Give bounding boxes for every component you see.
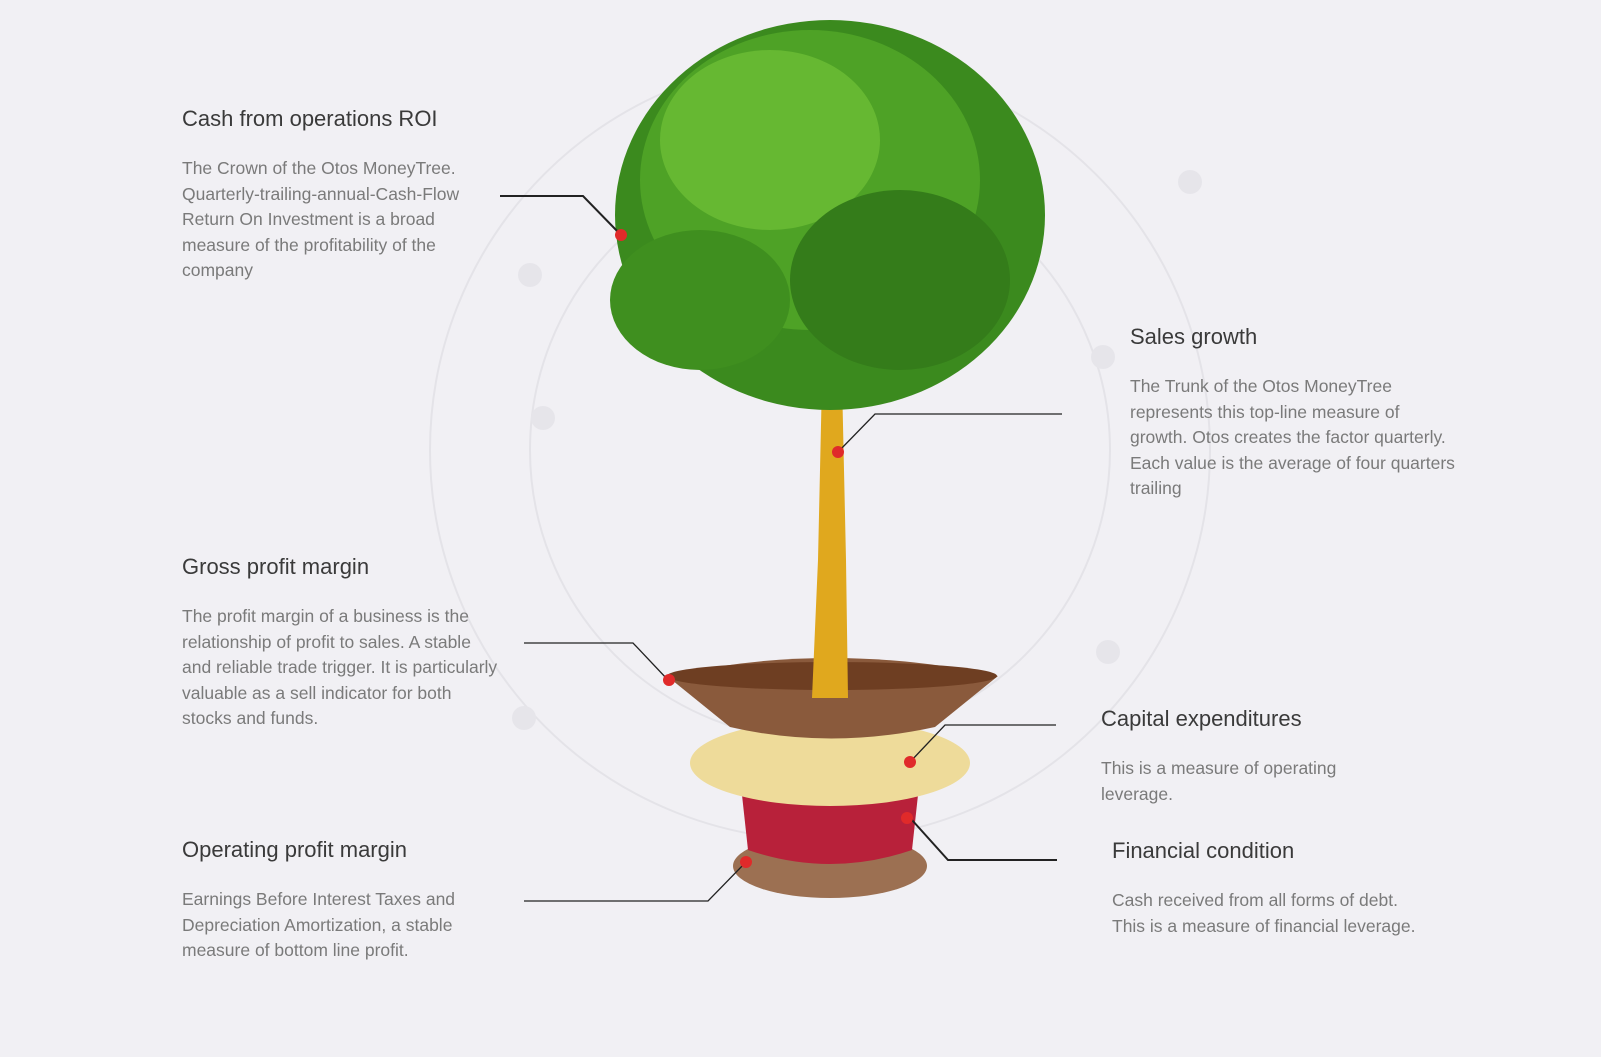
section-gross-profit-margin: Gross profit margin The profit margin of… (182, 554, 502, 732)
section-capital-expenditures: Capital expenditures This is a measure o… (1101, 706, 1381, 807)
connector-lines (500, 195, 1062, 902)
crown (610, 20, 1045, 410)
section-sales-growth: Sales growth The Trunk of the Otos Money… (1130, 324, 1460, 502)
markers (615, 229, 916, 868)
section-title: Operating profit margin (182, 837, 407, 862)
marker-foot (740, 856, 752, 868)
section-cash-roi: Cash from operations ROI The Crown of th… (182, 106, 492, 284)
marker-base (901, 812, 913, 824)
section-operating-profit-margin: Operating profit margin Earnings Before … (182, 837, 492, 964)
section-financial-condition: Financial condition Cash received from a… (1112, 838, 1432, 939)
pot-base (742, 795, 918, 864)
section-body: The Crown of the Otos MoneyTree. Quarter… (182, 158, 460, 281)
section-body: The profit margin of a business is the r… (182, 606, 498, 729)
marker-bowl (663, 674, 675, 686)
section-title: Gross profit margin (182, 554, 370, 579)
section-title: Sales growth (1130, 324, 1258, 349)
section-title: Capital expenditures (1101, 706, 1302, 731)
section-body: This is a measure of operating leverage. (1101, 758, 1337, 804)
marker-ring (904, 756, 916, 768)
section-title: Cash from operations ROI (182, 106, 438, 131)
section-body: Earnings Before Interest Taxes and Depre… (182, 889, 456, 961)
marker-trunk (832, 446, 844, 458)
pot-ring (690, 720, 970, 806)
marker-crown (615, 229, 627, 241)
section-body: Cash received from all forms of debt. Th… (1112, 890, 1416, 936)
section-title: Financial condition (1112, 838, 1295, 863)
section-body: The Trunk of the Otos MoneyTree represen… (1130, 376, 1455, 499)
trunk (812, 380, 848, 698)
pot (667, 658, 998, 898)
